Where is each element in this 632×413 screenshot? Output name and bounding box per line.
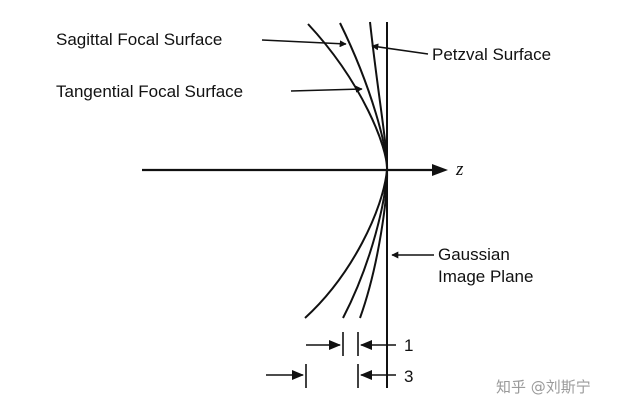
petzval-label: Petzval Surface	[432, 45, 551, 64]
tangential-leader-arrow	[290, 85, 363, 93]
tangential-label: Tangential Focal Surface	[56, 82, 243, 101]
dim1-label: 1	[404, 336, 413, 355]
gaussian-label-line2: Image Plane	[438, 267, 533, 286]
tangential-surface-curve	[304, 23, 389, 319]
sagittal-label: Sagittal Focal Surface	[56, 30, 222, 49]
watermark-text: 知乎 @刘斯宁	[496, 378, 591, 396]
gaussian-label-line1: Gaussian	[438, 245, 510, 264]
petzval-leader-arrow	[371, 43, 429, 55]
optical-axis-arrowhead	[432, 164, 448, 176]
axis-z-label: z	[455, 159, 464, 180]
sagittal-leader-arrow	[261, 39, 347, 48]
dim3-label: 3	[404, 367, 413, 386]
